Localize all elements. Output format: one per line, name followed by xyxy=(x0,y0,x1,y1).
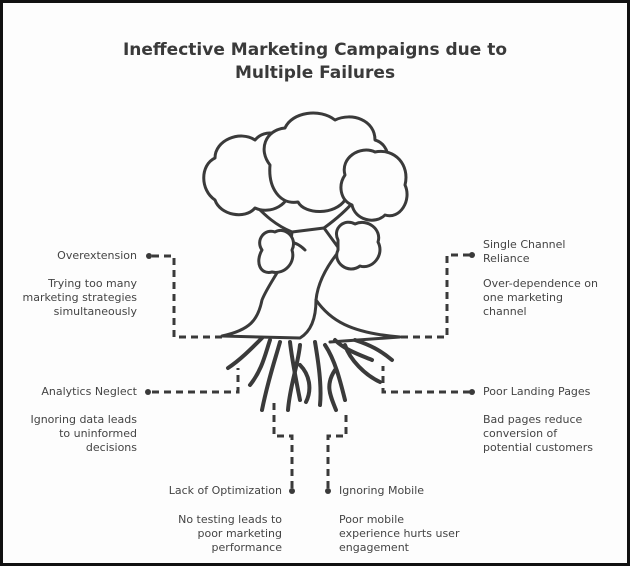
connectors xyxy=(152,253,470,488)
tree-trunk-right xyxy=(314,298,402,344)
lack-of-optimization-label: Lack of Optimization xyxy=(168,484,282,497)
label-line: Reliance xyxy=(483,252,530,265)
single-channel-reliance-description: Over-dependence on one marketing channel xyxy=(483,277,598,319)
desc-line: Over-dependence on xyxy=(483,277,598,290)
desc-line: marketing strategies xyxy=(22,291,137,304)
diagram-title-line1: Ineffective Marketing Campaigns due to xyxy=(122,40,508,60)
desc-line: poor marketing xyxy=(197,527,282,540)
lack-of-optimization-description: No testing leads to poor marketing perfo… xyxy=(178,513,282,555)
label-line: Single Channel xyxy=(483,238,566,251)
analytics-neglect-description: Ignoring data leads to uninformed decisi… xyxy=(30,413,137,455)
desc-line: one marketing xyxy=(483,291,564,304)
single-channel-reliance-label: Single Channel Reliance xyxy=(483,238,565,266)
tree-crown-right xyxy=(339,148,409,222)
desc-line: Poor mobile xyxy=(339,513,405,526)
ignoring-mobile-label: Ignoring Mobile xyxy=(339,484,425,497)
overextension-description: Trying too many marketing strategies sim… xyxy=(23,277,137,319)
connector-analytics xyxy=(152,368,240,394)
connector-overextension xyxy=(152,254,222,339)
tree-trunk xyxy=(220,226,342,340)
desc-line: to uninformed xyxy=(59,427,137,440)
diagram-title-line2: Multiple Failures xyxy=(234,63,396,83)
overextension-label: Overextension xyxy=(57,249,137,262)
connector-landing xyxy=(381,366,470,394)
desc-line: conversion of xyxy=(483,427,558,440)
desc-line: experience hurts user xyxy=(339,527,460,540)
desc-line: channel xyxy=(483,305,527,318)
tree-roots xyxy=(226,336,394,412)
desc-line: performance xyxy=(211,541,282,554)
analytics-neglect-label: Analytics Neglect xyxy=(41,385,137,398)
tree-crown-small-left xyxy=(257,229,295,274)
desc-line: No testing leads to xyxy=(178,513,282,526)
desc-line: potential customers xyxy=(483,441,593,454)
desc-line: Ignoring data leads xyxy=(30,413,137,426)
poor-landing-pages-description: Bad pages reduce conversion of potential… xyxy=(483,413,593,455)
connector-dots xyxy=(145,252,475,494)
desc-line: simultaneously xyxy=(53,305,137,318)
desc-line: Trying too many xyxy=(48,277,137,290)
desc-line: engagement xyxy=(339,541,409,554)
desc-line: Bad pages reduce xyxy=(483,413,583,426)
tree-crown-small-right xyxy=(335,220,382,271)
poor-landing-pages-label: Poor Landing Pages xyxy=(483,385,591,398)
connector-mobile xyxy=(326,410,348,488)
connector-single-channel xyxy=(400,253,470,339)
connector-optimization xyxy=(272,398,294,488)
ignoring-mobile-description: Poor mobile experience hurts user engage… xyxy=(339,513,459,555)
desc-line: decisions xyxy=(85,441,137,454)
